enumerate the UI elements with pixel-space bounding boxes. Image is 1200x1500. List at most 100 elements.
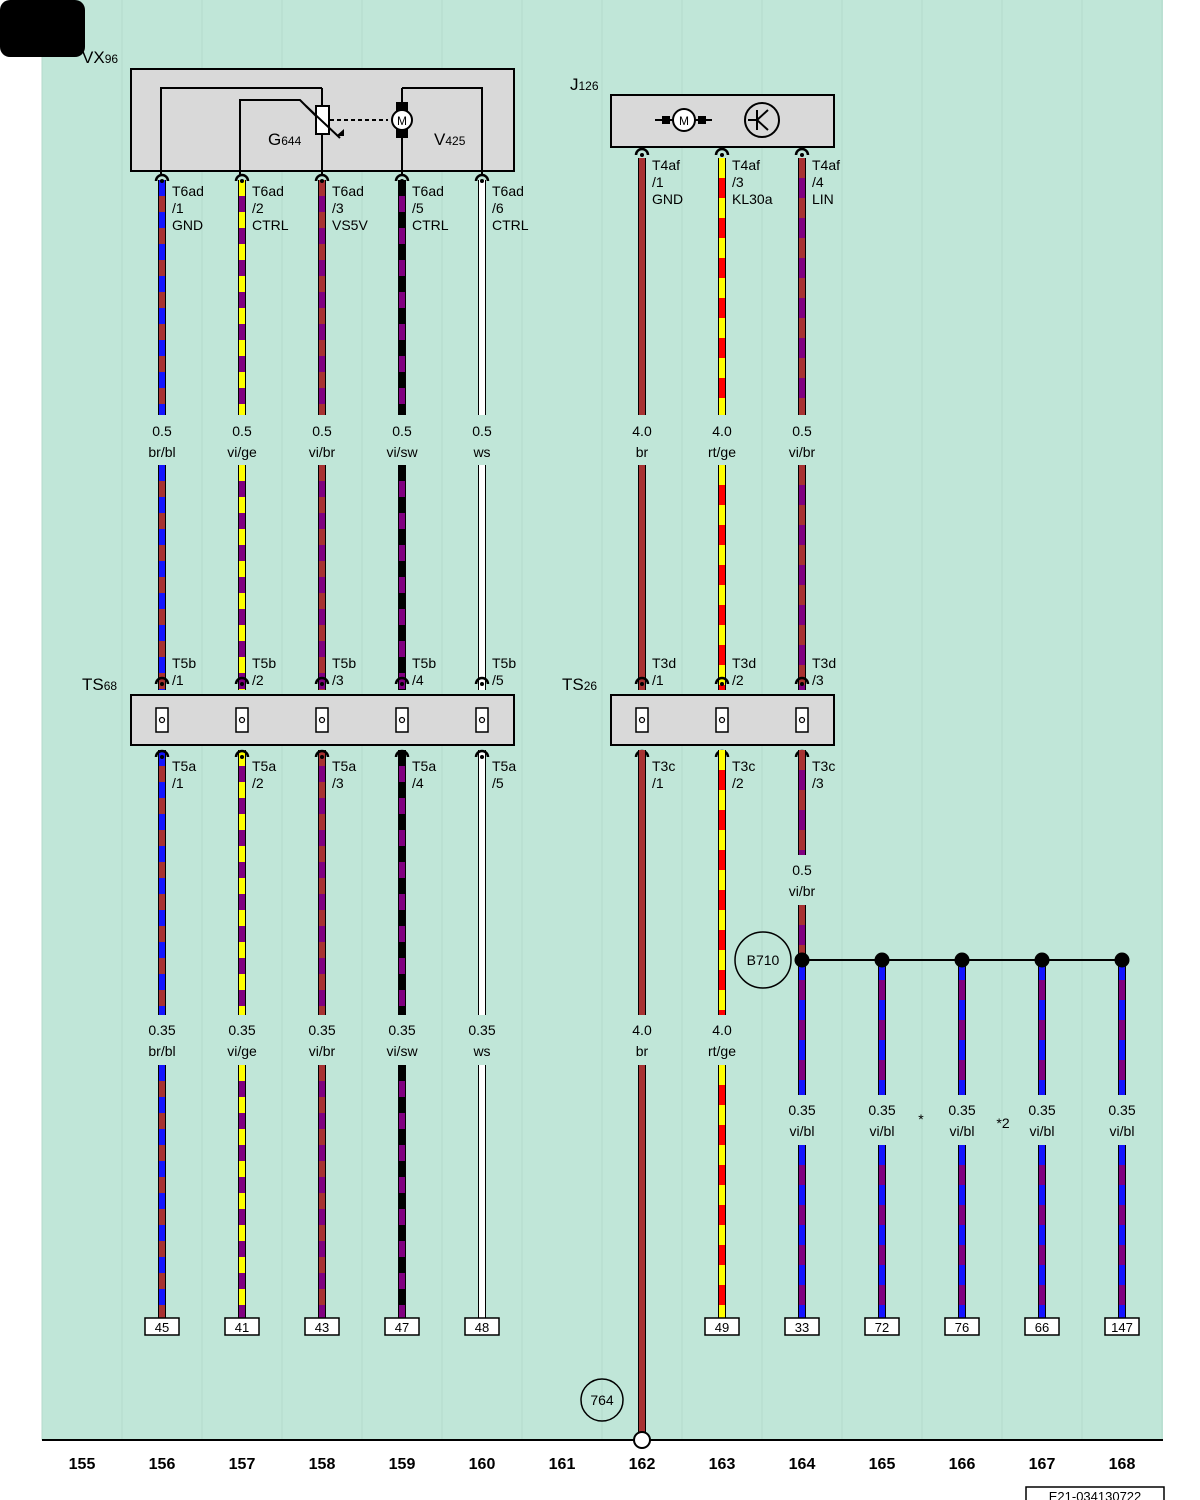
- ref-box-33: 33: [784, 1317, 820, 1336]
- svg-text:48: 48: [475, 1320, 489, 1335]
- pin-t6ad-156: [154, 173, 170, 183]
- wire-color-label: vi/bl: [1110, 1123, 1135, 1139]
- wire-color-label: br/bl: [148, 444, 175, 460]
- ref-box-72: 72: [864, 1317, 900, 1336]
- pin-label-t6ad: T6ad: [412, 183, 444, 199]
- wire-color-label: vi/br: [309, 1043, 336, 1059]
- ground-terminal: [633, 1431, 651, 1449]
- pin-label-t5b: /2: [252, 672, 264, 688]
- j126-label: J126: [570, 75, 599, 94]
- pin-t5b-157: [234, 676, 250, 686]
- pin-label-t5a: T5a: [412, 758, 436, 774]
- ts26-label: TS26: [562, 675, 597, 694]
- fuse-164: [795, 707, 809, 733]
- pin-label-t4af: /4: [812, 174, 824, 190]
- wire-size-label: 0.35: [148, 1022, 175, 1038]
- j126-component: [610, 94, 835, 148]
- j126-motor-icon: M: [655, 108, 712, 132]
- wire-size-label: 0.35: [948, 1102, 975, 1118]
- pin-label-t6ad: VS5V: [332, 217, 368, 233]
- ground-point-label: 764: [590, 1392, 614, 1408]
- svg-text:47: 47: [395, 1320, 409, 1335]
- wires-layer: T6ad/1GND0.5br/blT5b/1T5a/10.35br/bl45T6…: [144, 147, 1140, 1432]
- wire-color-label: vi/sw: [386, 444, 418, 460]
- pin-t5a-156: [154, 749, 170, 759]
- wire-size-label: 0.35: [468, 1022, 495, 1038]
- column-number-157: 157: [229, 1456, 256, 1473]
- pin-t5b-158: [314, 676, 330, 686]
- pin-t6ad-160: [474, 173, 490, 183]
- pin-label-t4af: /1: [652, 174, 664, 190]
- wire-size-label: 0.5: [392, 423, 412, 439]
- v425-motor-icon: M: [391, 102, 413, 138]
- vx96-label: VX96: [82, 48, 118, 67]
- svg-text:43: 43: [315, 1320, 329, 1335]
- wire-size-label: 4.0: [712, 1022, 732, 1038]
- pin-label-t6ad: /5: [412, 200, 424, 216]
- fuse-157: [235, 707, 249, 733]
- pin-t5b-160: [474, 676, 490, 686]
- pin-label-t6ad: T6ad: [332, 183, 364, 199]
- pin-t6ad-159: [394, 173, 410, 183]
- pin-label-t6ad: /1: [172, 200, 184, 216]
- ref-box-41: 41: [224, 1317, 260, 1336]
- pin-label-t4af: T4af: [652, 157, 680, 173]
- pin-t6ad-158: [314, 173, 330, 183]
- pin-label-t5a: T5a: [332, 758, 356, 774]
- wire-size-label: 0.5: [232, 423, 252, 439]
- wire-size-label: 0.5: [472, 423, 492, 439]
- footer-code-box: [1025, 1486, 1165, 1500]
- pin-label-t5b: T5b: [412, 655, 436, 671]
- pin-label-t5b: T5b: [492, 655, 516, 671]
- pin-label-t3d: T3d: [812, 655, 836, 671]
- fuse-159: [395, 707, 409, 733]
- ref-box-45: 45: [144, 1317, 180, 1336]
- svg-text:45: 45: [155, 1320, 169, 1335]
- pin-t4af-162: [634, 147, 650, 157]
- pin-label-t6ad: GND: [172, 217, 203, 233]
- column-number-166: 166: [949, 1456, 976, 1473]
- svg-text:M: M: [397, 114, 407, 128]
- column-number-160: 160: [469, 1456, 496, 1473]
- fuse-163: [715, 707, 729, 733]
- pin-label-t5b: T5b: [172, 655, 196, 671]
- column-number-168: 168: [1109, 1456, 1136, 1473]
- pin-label-t3c: T3c: [732, 758, 755, 774]
- wire-size-label: 0.35: [228, 1022, 255, 1038]
- pin-label-t4af: KL30a: [732, 191, 773, 207]
- pin-t3d-164: [794, 676, 810, 686]
- pin-label-t4af: T4af: [732, 157, 760, 173]
- pin-label-t5b: /4: [412, 672, 424, 688]
- b710-splice-label: B710: [747, 952, 780, 968]
- pin-label-t6ad: CTRL: [252, 217, 289, 233]
- wire-color-label: br: [636, 1043, 649, 1059]
- pin-t4af-163: [714, 147, 730, 157]
- svg-text:76: 76: [955, 1320, 969, 1335]
- pin-t6ad-157: [234, 173, 250, 183]
- pin-label-t5b: T5b: [332, 655, 356, 671]
- pin-t3d-163: [714, 676, 730, 686]
- wire-size-label: 0.35: [388, 1022, 415, 1038]
- wire-size-label: 0.5: [792, 862, 812, 878]
- wire-color-label: vi/br: [789, 883, 816, 899]
- ground-point-circle: [580, 1378, 624, 1422]
- pin-label-t3c: /2: [732, 775, 744, 791]
- pin-label-t6ad: CTRL: [412, 217, 449, 233]
- pin-label-t3d: T3d: [732, 655, 756, 671]
- pin-label-t5a: /1: [172, 775, 184, 791]
- wire-color-label: vi/sw: [386, 1043, 418, 1059]
- pin-label-t5a: T5a: [492, 758, 516, 774]
- pin-label-t5a: /4: [412, 775, 424, 791]
- svg-text:41: 41: [235, 1320, 249, 1335]
- pin-label-t3d: T3d: [652, 655, 676, 671]
- pin-label-t3d: /3: [812, 672, 824, 688]
- pin-label-t3c: /3: [812, 775, 824, 791]
- wire-color-label: vi/bl: [950, 1123, 975, 1139]
- wire-color-label: ws: [472, 1043, 490, 1059]
- pin-label-t5b: /5: [492, 672, 504, 688]
- branch-note-2: *2: [996, 1115, 1009, 1131]
- pin-label-t5a: T5a: [172, 758, 196, 774]
- column-number-155: 155: [69, 1456, 96, 1473]
- wire-color-label: rt/ge: [708, 444, 736, 460]
- wire-color-label: vi/bl: [870, 1123, 895, 1139]
